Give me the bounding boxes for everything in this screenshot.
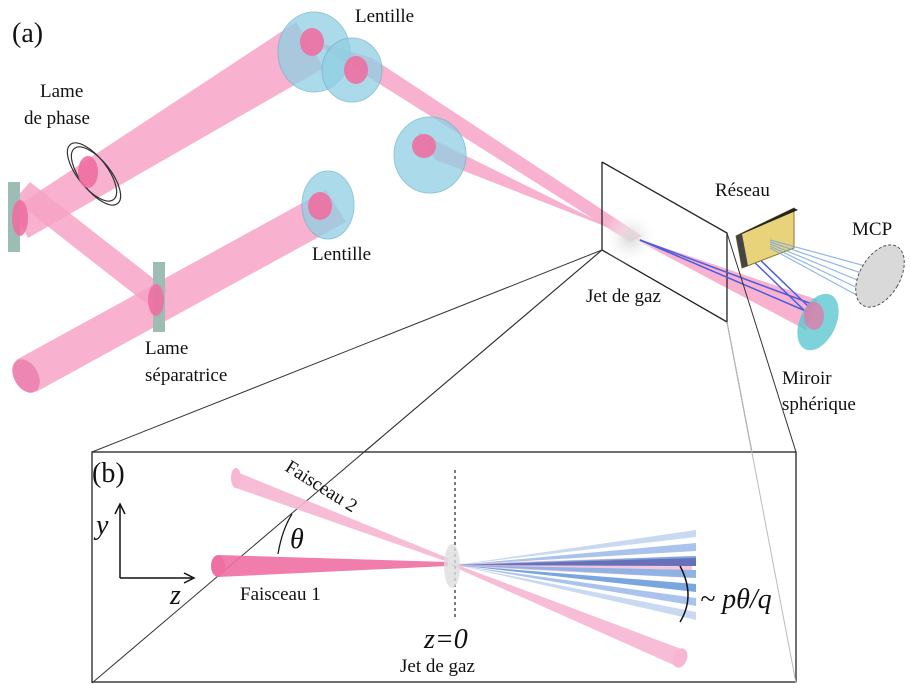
- dispersed-harmonics: [769, 239, 881, 299]
- label-miroir-1: Miroir: [782, 368, 832, 389]
- label-lentille-top: Lentille: [355, 6, 414, 27]
- label-lame-de-phase-2: de phase: [24, 108, 90, 129]
- faisceau-2-after: [452, 566, 684, 666]
- label-axis-y: y: [93, 510, 109, 541]
- grating: [735, 207, 798, 269]
- lower-lens: [301, 170, 355, 240]
- label-miroir-2: sphérique: [782, 394, 856, 415]
- label-axis-z: z: [169, 580, 181, 611]
- panel-b-label: (b): [92, 458, 125, 489]
- input-beam: [16, 190, 346, 392]
- panel-a-label: (a): [12, 18, 43, 49]
- label-lame-separatrice-1: Lame: [145, 338, 188, 359]
- label-lame-de-phase-1: Lame: [40, 81, 83, 102]
- input-beam-end: [12, 359, 40, 393]
- label-jet-de-gaz-b: Jet de gaz: [400, 656, 475, 677]
- gas-jet: [602, 210, 658, 266]
- gas-jet-b: [444, 544, 460, 588]
- harmonic-rays-to-mirror: [639, 239, 813, 313]
- faisceau-2-beam: [232, 470, 448, 562]
- divergence-arc: [679, 565, 689, 623]
- middle-lens: [393, 116, 467, 194]
- spherical-mirror: [797, 293, 839, 351]
- upper-arm-beam: [14, 22, 324, 238]
- label-reseau: Réseau: [715, 180, 770, 201]
- beam-2-focusing: [310, 40, 642, 242]
- axes: [114, 502, 196, 584]
- faisceau-1-beam: [218, 555, 448, 577]
- label-theta: θ: [290, 524, 304, 555]
- harmonic-fan: [456, 530, 696, 620]
- label-faisceau-1: Faisceau 1: [240, 584, 321, 605]
- label-jet-de-gaz-a: Jet de gaz: [586, 286, 661, 307]
- mcp-detector: [855, 244, 905, 308]
- label-lame-separatrice-2: séparatrice: [145, 365, 227, 386]
- panel-b: (b) ~ pθ/q θ Fai: [91, 249, 797, 684]
- phase-plate: [66, 142, 122, 206]
- label-z0: z=0: [423, 624, 468, 655]
- label-lentille-bottom: Lentille: [312, 244, 371, 265]
- top-lens: [277, 11, 383, 103]
- label-mcp: MCP: [852, 219, 892, 240]
- theta-arc: [277, 513, 293, 555]
- label-divergence: ~ pθ/q: [700, 584, 772, 615]
- panel-a: (a) Lame de phase Lame séparatrice: [8, 6, 905, 684]
